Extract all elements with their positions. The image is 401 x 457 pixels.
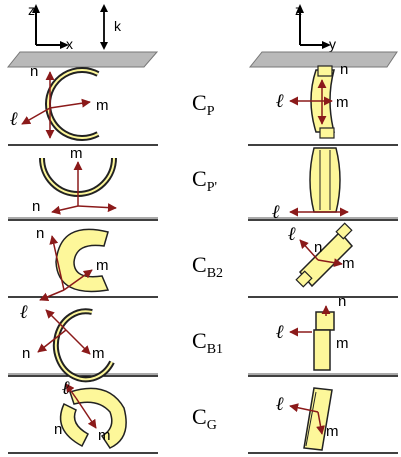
- k-field-arrow: k: [100, 4, 122, 50]
- row3-left-ring: n m: [36, 225, 110, 302]
- plate-right: [248, 51, 398, 68]
- vec-n: n: [22, 345, 30, 362]
- row3-right-ring: ℓ m n: [288, 222, 355, 288]
- vec-m: m: [342, 255, 355, 272]
- vec-m: m: [326, 423, 339, 440]
- row4-right-ring: n ℓ m: [276, 293, 349, 371]
- vec-n: n: [36, 225, 44, 242]
- axis-label-x: x: [66, 36, 73, 52]
- vec-l: ℓ: [276, 394, 284, 415]
- row2-right-ring: ℓ: [272, 147, 349, 223]
- vec-n: n: [314, 239, 322, 256]
- row1-right-ring: n m ℓ: [276, 61, 349, 139]
- vec-l: ℓ: [288, 224, 296, 245]
- row4-left-ring: ℓ n m: [20, 302, 115, 383]
- vec-n: n: [54, 421, 62, 438]
- vec-n: n: [340, 61, 348, 78]
- plate-left: [6, 51, 159, 68]
- vec-m: m: [336, 335, 349, 352]
- row-separators: [8, 144, 398, 454]
- vec-m: m: [98, 427, 111, 444]
- vec-l: ℓ: [10, 109, 18, 130]
- vec-m: m: [96, 97, 109, 114]
- axis-label-y: y: [329, 36, 336, 52]
- axis-label-z-right: z: [295, 2, 302, 18]
- axis-label-z-left: z: [28, 2, 35, 18]
- row5-left-ring: ℓ n m: [54, 378, 127, 449]
- vec-m: m: [70, 145, 83, 162]
- row2-left-ring: m n: [32, 145, 117, 215]
- row-label-cp: CP: [192, 90, 215, 119]
- axes-right: z y: [295, 2, 336, 52]
- vec-n: n: [32, 198, 40, 215]
- k-label: k: [114, 18, 122, 34]
- vec-n: n: [338, 293, 346, 310]
- row-label-cb1: CB1: [192, 328, 223, 357]
- vec-m: m: [96, 257, 109, 274]
- vec-l: ℓ: [272, 202, 280, 223]
- vec-l: ℓ: [62, 378, 70, 399]
- vec-l: ℓ: [20, 302, 28, 323]
- vec-n: n: [30, 63, 38, 80]
- row5-right-ring: ℓ m: [276, 387, 339, 451]
- gray-plate-lines: [8, 217, 398, 375]
- vec-l: ℓ: [276, 322, 284, 343]
- axes-left: z x: [28, 2, 73, 52]
- row-label-cb2: CB2: [192, 252, 223, 281]
- row-label-cg: CG: [192, 404, 217, 433]
- row1-left-ring: n m ℓ: [10, 63, 109, 141]
- vec-l: ℓ: [276, 91, 284, 112]
- row-label-cp-prime: CP': [192, 166, 217, 195]
- vec-m: m: [336, 94, 349, 111]
- vec-m: m: [92, 345, 105, 362]
